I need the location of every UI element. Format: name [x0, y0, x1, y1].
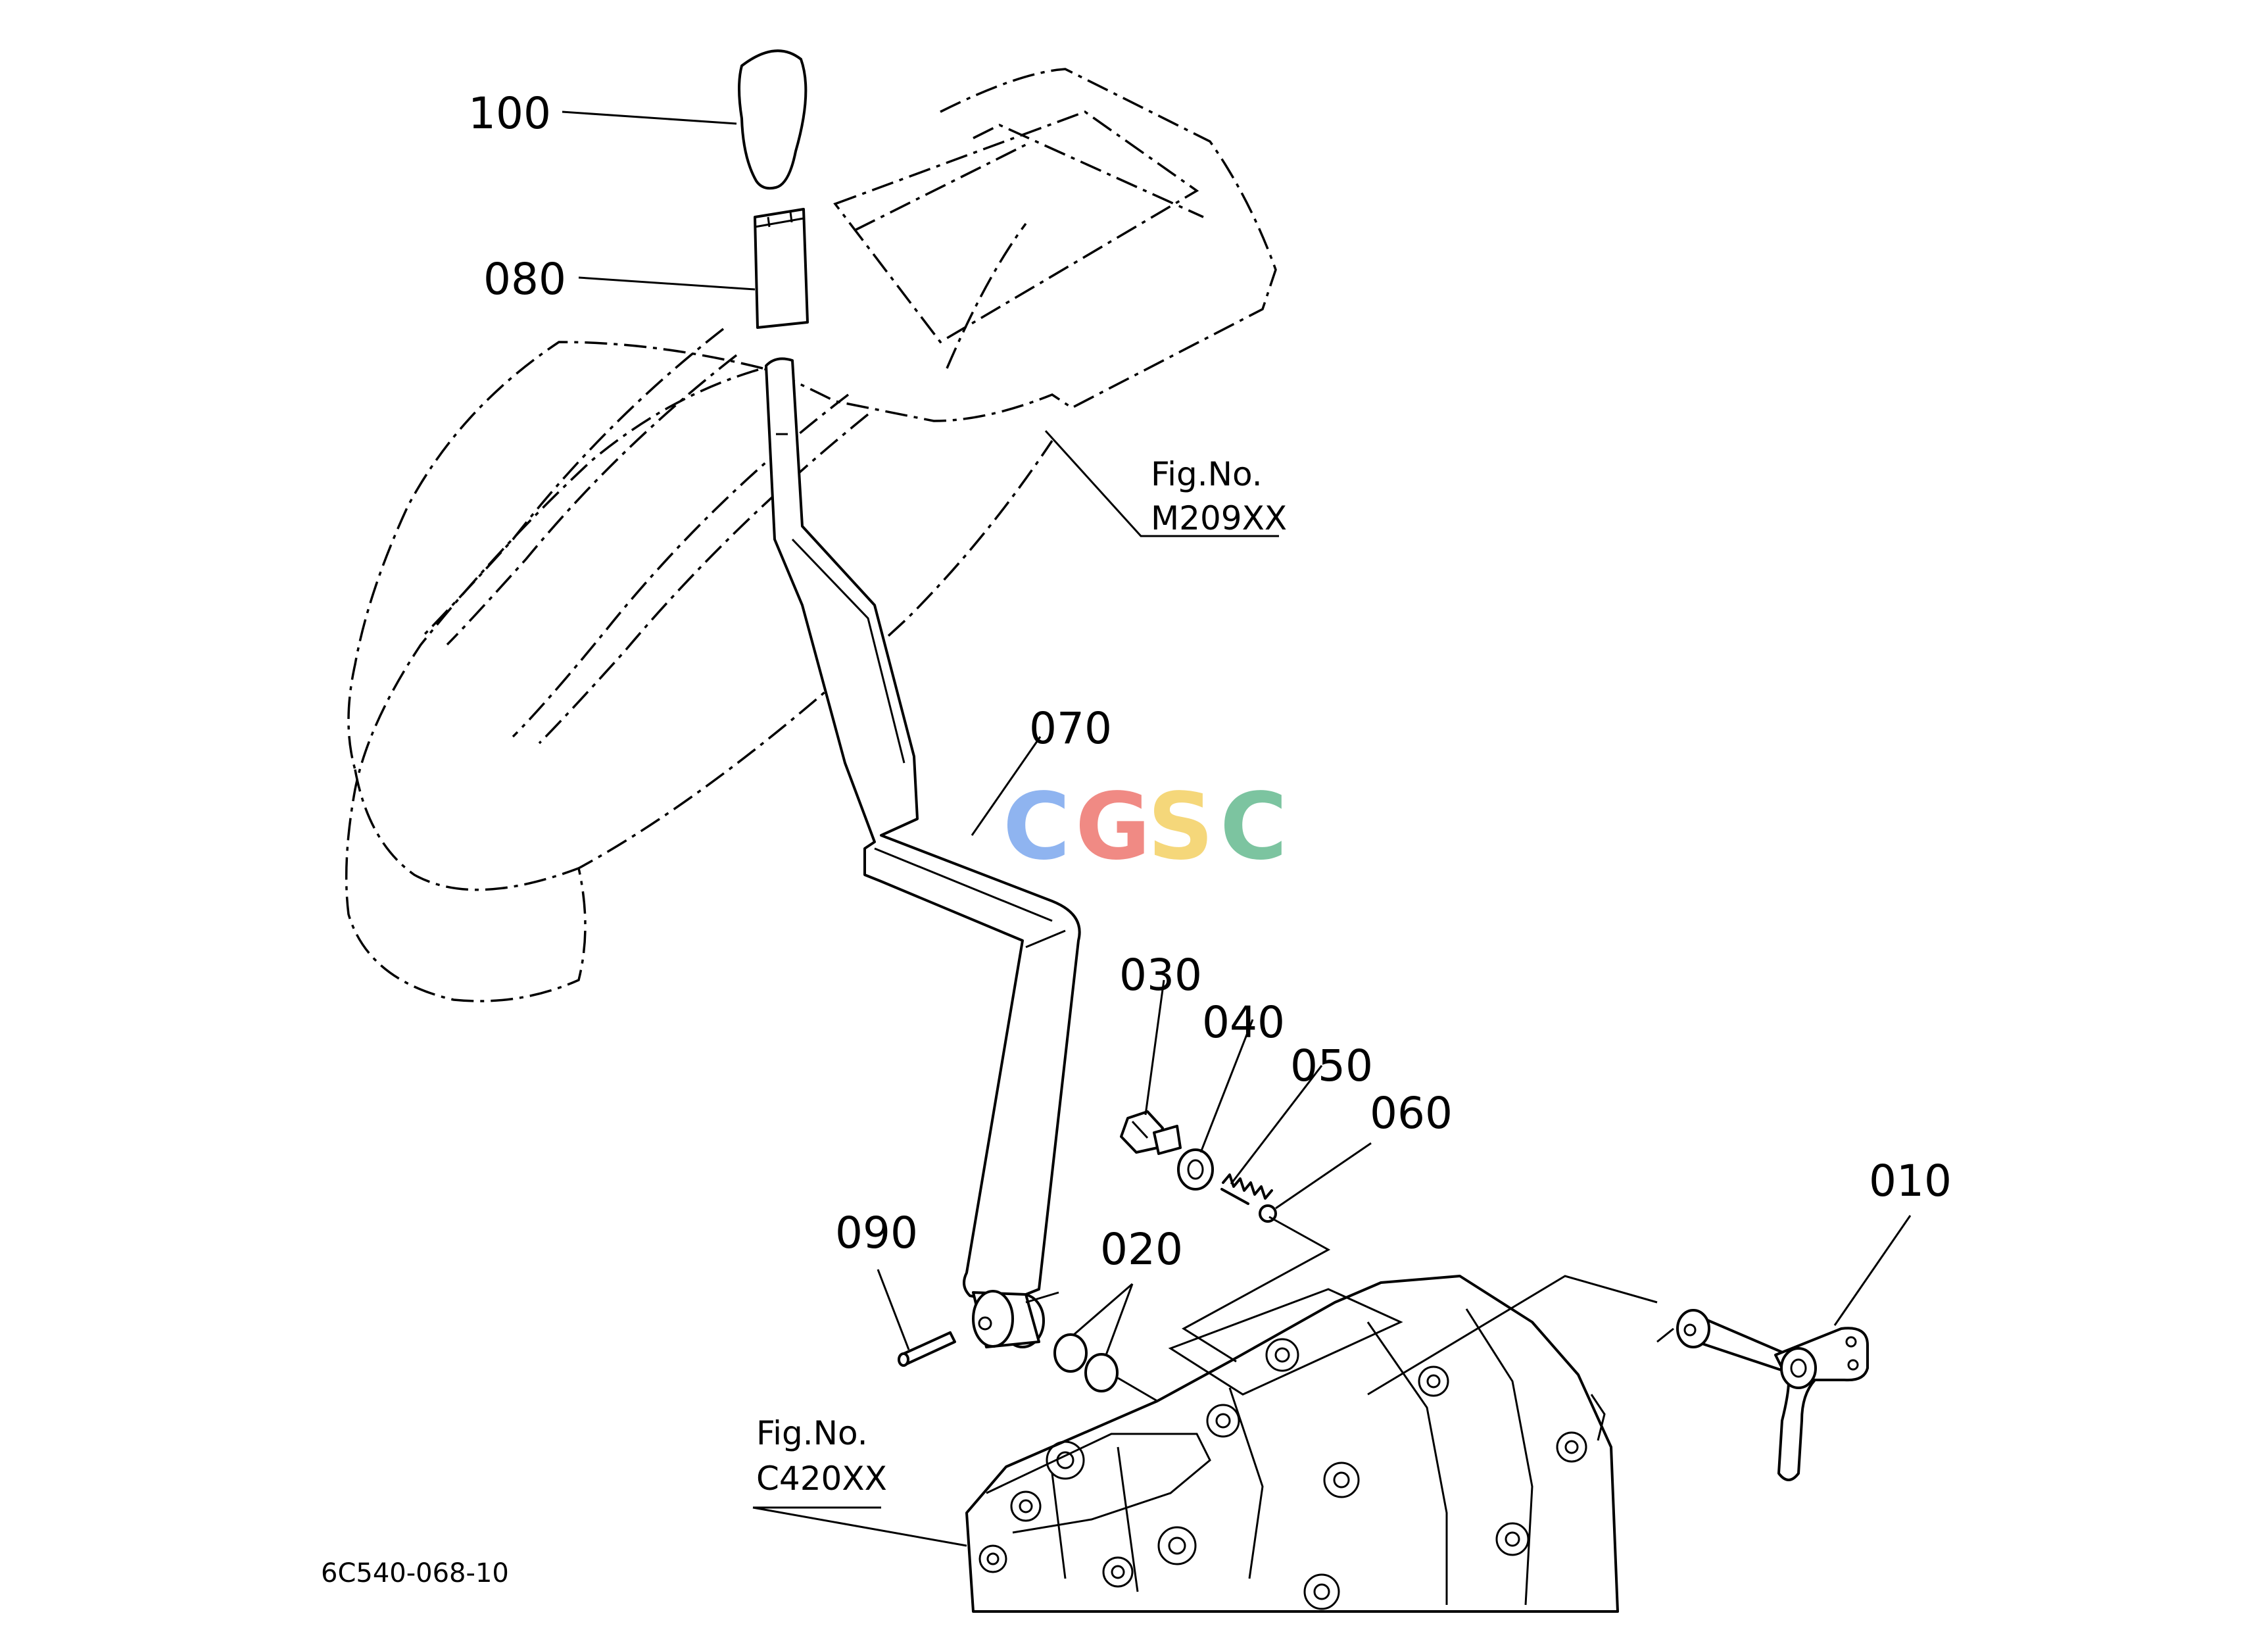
watermark-letter-1: C [1003, 774, 1071, 881]
figure-ref-upper: Fig.No. M209XX [1151, 455, 1287, 537]
watermark-letter-3: S [1147, 774, 1214, 881]
part-020-o-rings [1053, 1333, 1119, 1392]
part-030-plug [1120, 1110, 1182, 1155]
figure-ref-upper-line1: Fig.No. [1151, 455, 1263, 493]
part-080-sleeve [754, 208, 809, 329]
callout-080: 080 [483, 254, 566, 305]
diagram-code: 6C540-068-10 [321, 1558, 509, 1588]
callout-100: 100 [468, 88, 551, 139]
part-010-shift-arm [1676, 1309, 1869, 1481]
callout-090: 090 [835, 1208, 918, 1258]
callout-labels: 100 080 070 030 040 050 060 090 020 010 [468, 88, 1952, 1275]
callout-070: 070 [1029, 703, 1112, 754]
callout-060: 060 [1370, 1088, 1453, 1139]
callout-050: 050 [1290, 1041, 1373, 1091]
figure-ref-lower-line1: Fig.No. [756, 1414, 868, 1452]
callout-010: 010 [1869, 1156, 1952, 1206]
watermark-letter-4: C [1220, 774, 1288, 881]
part-050-spring [1220, 1173, 1273, 1205]
callout-020: 020 [1100, 1224, 1183, 1275]
figure-ref-upper-line2: M209XX [1151, 499, 1287, 537]
part-100-knob [738, 49, 808, 190]
transmission-case [965, 1275, 1619, 1613]
part-090-pin [898, 1331, 956, 1367]
watermark-logo: C G S C [1003, 774, 1288, 881]
leader-lines [562, 111, 1912, 1547]
watermark-letter-2: G [1075, 774, 1151, 881]
figure-ref-lower-line2: C420XX [756, 1460, 887, 1498]
callout-030: 030 [1119, 950, 1202, 1000]
callout-040: 040 [1202, 997, 1285, 1048]
part-040-washer [1177, 1148, 1214, 1191]
figure-ref-lower: Fig.No. C420XX [756, 1414, 887, 1498]
part-070-lever [765, 357, 1081, 1348]
